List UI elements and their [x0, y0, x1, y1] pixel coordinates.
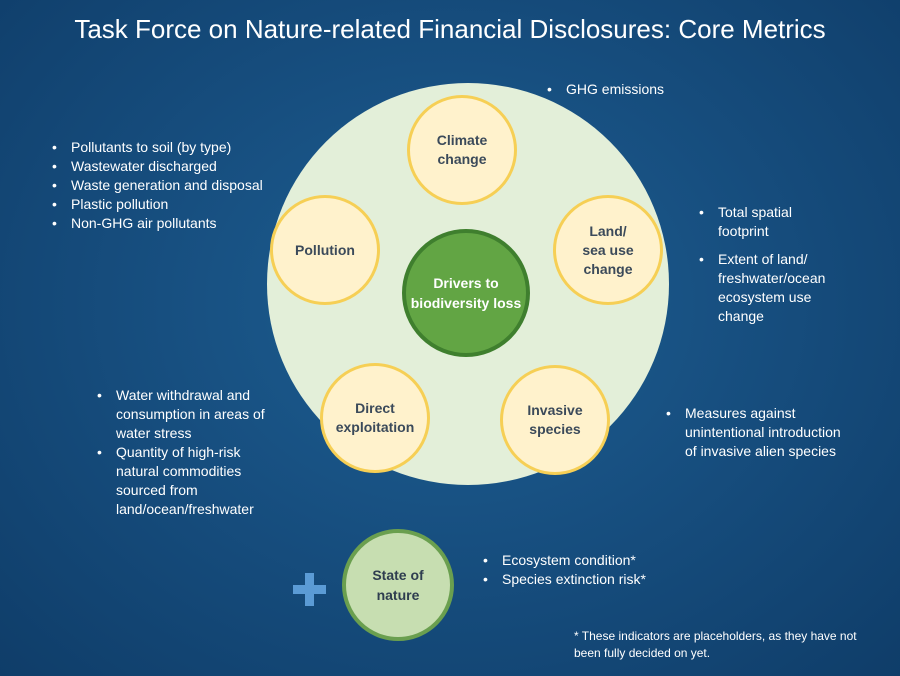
invasive-species-metrics-list: Measures against unintentional introduct…: [664, 404, 849, 461]
list-item: Total spatial footprint: [697, 203, 837, 241]
list-item: Measures against unintentional introduct…: [664, 404, 849, 461]
list-item: Wastewater discharged: [50, 157, 290, 176]
land-use-metrics-list: Total spatial footprint Extent of land/ …: [697, 203, 837, 326]
node-direct-exploitation-label: Direct exploitation: [335, 400, 415, 435]
pollution-metrics-list: Pollutants to soil (by type) Wastewater …: [50, 138, 290, 233]
climate-metrics-list: GHG emissions: [545, 80, 745, 99]
list-item: Plastic pollution: [50, 195, 290, 214]
list-item: Species extinction risk*: [481, 570, 701, 589]
state-of-nature-metrics-list: Ecosystem condition* Species extinction …: [481, 551, 701, 589]
node-drivers-to-biodiversity-loss: Drivers to biodiversity loss: [402, 229, 530, 357]
list-item: Pollutants to soil (by type): [50, 138, 290, 157]
page-title: Task Force on Nature-related Financial D…: [74, 14, 826, 44]
center-node-label: Drivers to biodiversity loss: [410, 275, 522, 311]
node-state-of-nature: State of nature: [342, 529, 454, 641]
list-item: Extent of land/ freshwater/ocean ecosyst…: [697, 250, 837, 326]
list-item: Non-GHG air pollutants: [50, 214, 290, 233]
footnote: * These indicators are placeholders, as …: [574, 629, 857, 660]
node-pollution-label: Pollution: [295, 241, 355, 258]
list-item: Water withdrawal and consumption in area…: [95, 386, 280, 443]
plus-icon: [293, 573, 326, 606]
node-direct-exploitation: Direct exploitation: [320, 363, 430, 473]
node-climate-change: Climate change: [407, 95, 517, 205]
state-of-nature-label: State of nature: [372, 567, 424, 603]
list-item: GHG emissions: [545, 80, 745, 99]
list-item: Waste generation and disposal: [50, 176, 290, 195]
direct-exploitation-metrics-list: Water withdrawal and consumption in area…: [95, 386, 280, 519]
list-item: Ecosystem condition*: [481, 551, 701, 570]
node-invasive-species: Invasive species: [500, 365, 610, 475]
node-invasive-species-label: Invasive species: [527, 402, 583, 437]
node-land-sea-use-change: Land/ sea use change: [553, 195, 663, 305]
node-climate-change-label: Climate change: [436, 132, 488, 167]
list-item: Quantity of high-risk natural commoditie…: [95, 443, 280, 519]
node-land-sea-use-change-label: Land/ sea use change: [582, 222, 634, 277]
